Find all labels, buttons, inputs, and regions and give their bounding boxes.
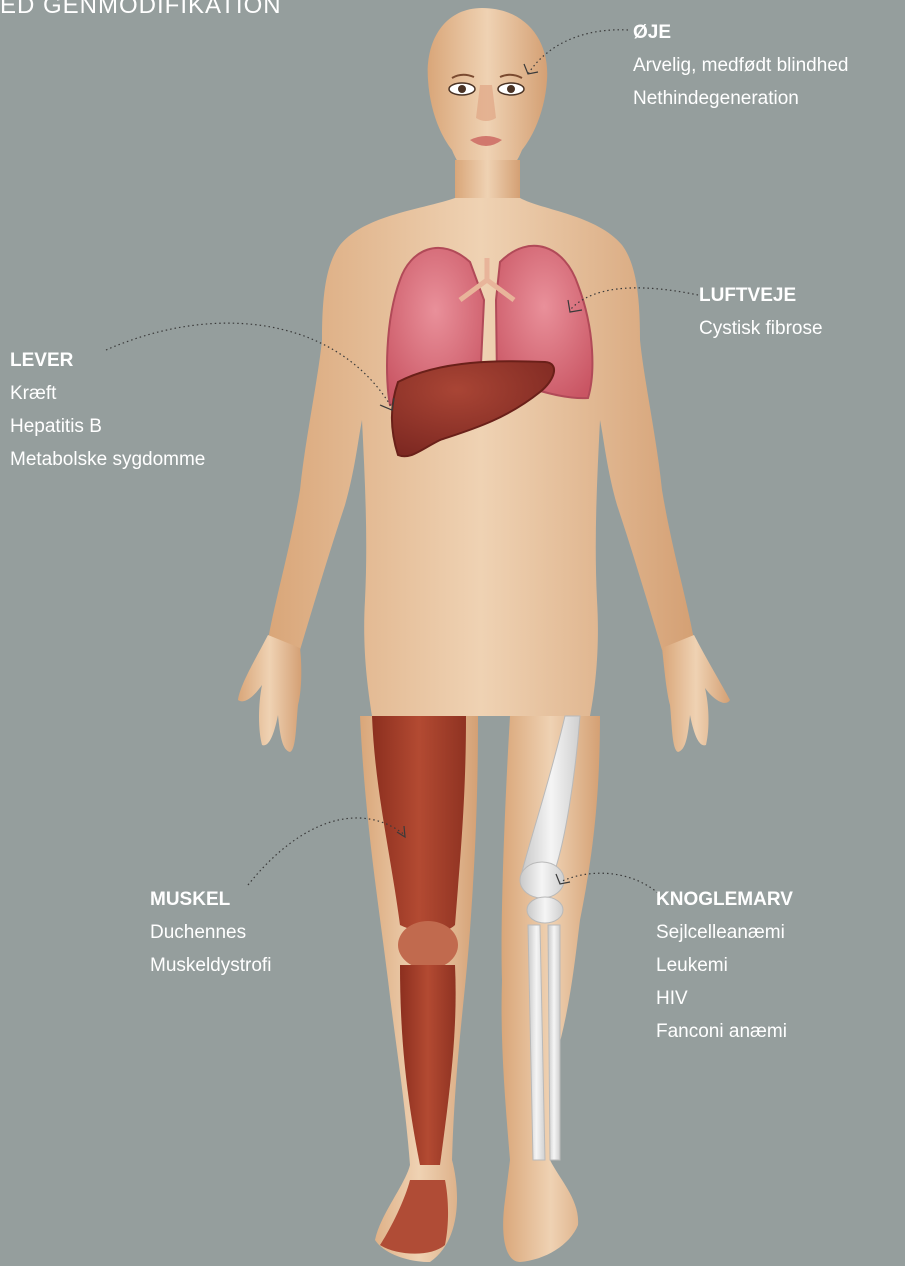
marrow-heading: KNOGLEMARV [656, 883, 793, 916]
marrow-disease-4: Fanconi anæmi [656, 1015, 793, 1048]
muscle-heading: MUSKEL [150, 883, 271, 916]
liver-label: LEVER Kræft Hepatitis B Metabolske sygdo… [10, 344, 205, 476]
eye-label: ØJE Arvelig, medfødt blindhed Nethindege… [633, 16, 848, 115]
body-silhouette [238, 8, 730, 1262]
airways-disease-1: Cystisk fibrose [699, 312, 823, 345]
airways-heading: LUFTVEJE [699, 279, 823, 312]
eye-heading: ØJE [633, 16, 848, 49]
marrow-disease-3: HIV [656, 982, 793, 1015]
airways-label: LUFTVEJE Cystisk fibrose [699, 279, 823, 345]
liver-disease-2: Hepatitis B [10, 410, 205, 443]
muscle-label: MUSKEL Duchennes Muskeldystrofi [150, 883, 271, 982]
liver-disease-1: Kræft [10, 377, 205, 410]
marrow-label: KNOGLEMARV Sejlcelleanæmi Leukemi HIV Fa… [656, 883, 793, 1048]
liver-disease-3: Metabolske sygdomme [10, 443, 205, 476]
marrow-disease-2: Leukemi [656, 949, 793, 982]
liver-heading: LEVER [10, 344, 205, 377]
muscle-disease-1: Duchennes [150, 916, 271, 949]
marrow-disease-1: Sejlcelleanæmi [656, 916, 793, 949]
muscle-disease-2: Muskeldystrofi [150, 949, 271, 982]
eye-disease-1: Arvelig, medfødt blindhed [633, 49, 848, 82]
eye-disease-2: Nethindegeneration [633, 82, 848, 115]
page-title: ED GENMODIFIKATION [0, 0, 282, 20]
